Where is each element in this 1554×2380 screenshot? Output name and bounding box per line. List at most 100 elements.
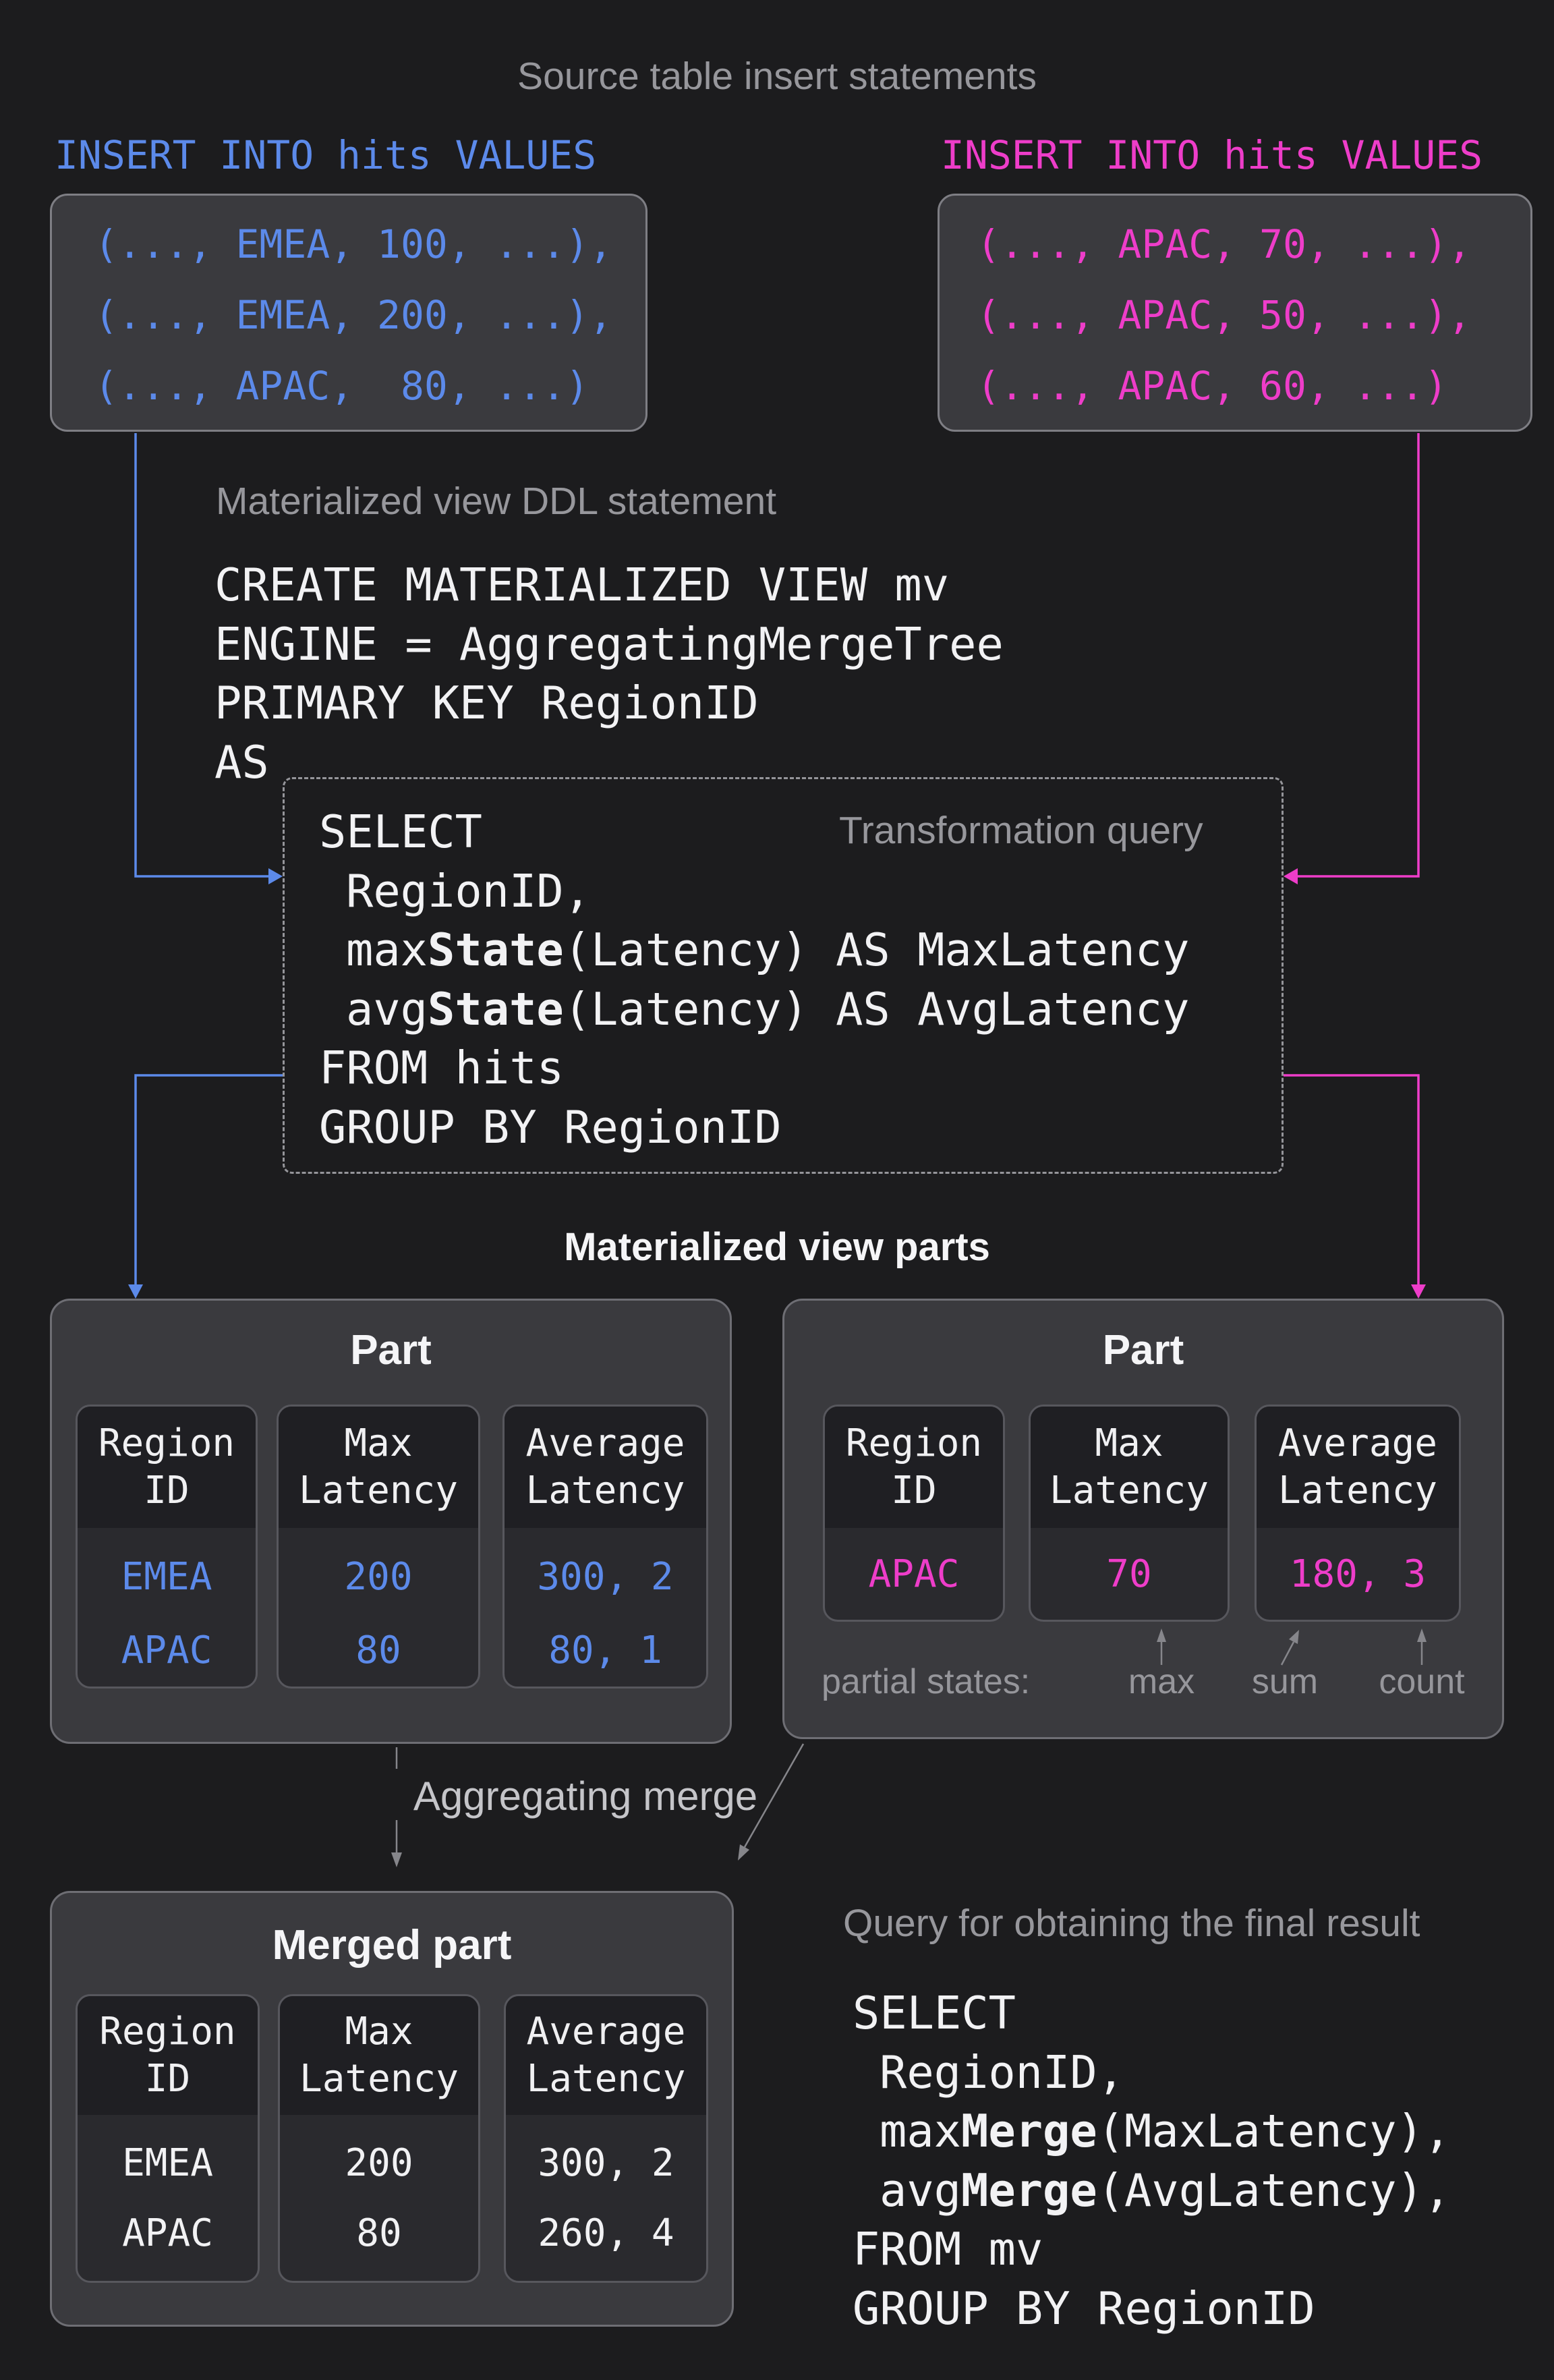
merged-part-title: Merged part <box>272 1922 512 1968</box>
cell-value: 300, 2 <box>537 1555 674 1599</box>
cell-value: APAC <box>868 1552 960 1596</box>
arrowhead-partial-max <box>1157 1628 1166 1642</box>
merged-col-region: Region ID EMEA APAC <box>76 1994 260 2283</box>
part-right-col-avg: Average Latency 180, 3 <box>1255 1405 1461 1622</box>
source-title: Source table insert statements <box>517 55 1037 98</box>
column-header-line: Latency <box>298 1469 458 1512</box>
transformation-query-code: SELECT RegionID, maxState(Latency) AS Ma… <box>319 803 1189 1157</box>
ddl-line: AS <box>214 735 269 789</box>
column-header: Max Latency <box>279 1407 478 1528</box>
cell-value: 200 <box>345 2141 413 2185</box>
arrowhead-blue-right <box>268 868 283 884</box>
column-header: Average Latency <box>506 1996 706 2115</box>
part-left-col-region: Region ID EMEA APAC <box>76 1405 258 1689</box>
sql-fn-state: State <box>428 924 564 976</box>
column-header-line: Max <box>344 1421 413 1465</box>
cell-value: 200 <box>344 1555 413 1599</box>
insert-right-code: (..., APAC, 70, ...), (..., APAC, 50, ..… <box>977 209 1471 422</box>
arrowhead-partial-count <box>1417 1628 1427 1642</box>
arrowhead-merge-left <box>391 1852 402 1867</box>
sql-fn-suffix: (MaxLatency), <box>1097 2105 1451 2157</box>
cell-value: 80, 1 <box>548 1628 662 1672</box>
arrow-blue-query-to-part <box>134 1074 283 1286</box>
arrowhead-blue-down <box>128 1284 143 1299</box>
sql-fn-merge: Merge <box>961 2163 1097 2217</box>
insert-right-line: (..., APAC, 70, ...), <box>977 221 1472 267</box>
sql-fn-suffix: (AvgLatency), <box>1097 2163 1451 2217</box>
ddl-code: CREATE MATERIALIZED VIEW mv ENGINE = Agg… <box>214 556 1004 792</box>
sql-line: GROUP BY RegionID <box>853 2282 1315 2335</box>
part-right-col-region: Region ID APAC <box>823 1405 1005 1622</box>
parts-title: Materialized view parts <box>564 1225 990 1269</box>
cell-value: 300, 2 <box>538 2141 674 2185</box>
part-right-col-max: Max Latency 70 <box>1029 1405 1230 1622</box>
sql-fn-suffix: (Latency) AS AvgLatency <box>563 982 1190 1036</box>
column-header-line: ID <box>891 1469 937 1512</box>
column-header-line: Average <box>1277 1421 1437 1465</box>
cell-value: 180, 3 <box>1289 1552 1427 1596</box>
partial-states-label: partial states: <box>822 1662 1031 1701</box>
sql-line: avgState(Latency) AS AvgLatency <box>319 980 1189 1040</box>
insert-left-line: (..., EMEA, 200, ...), <box>94 292 613 338</box>
final-query-code: SELECT RegionID, maxMerge(MaxLatency), a… <box>853 1984 1451 2338</box>
ddl-title: Materialized view DDL statement <box>216 480 777 523</box>
cell-value: APAC <box>122 2211 213 2255</box>
insert-right-line: (..., APAC, 60, ...) <box>977 363 1448 409</box>
merged-col-avg: Average Latency 300, 2 260, 4 <box>504 1994 708 2283</box>
arrow-magenta-query-to-part <box>1284 1074 1420 1286</box>
aggregating-merge-label: Aggregating merge <box>413 1774 758 1819</box>
sql-line: maxMerge(MaxLatency), <box>853 2102 1451 2161</box>
arrow-partial-sum <box>1280 1641 1295 1666</box>
cell-value: EMEA <box>122 2141 213 2185</box>
arrowhead-merge-right <box>738 1844 749 1861</box>
column-header: Average Latency <box>1257 1407 1459 1528</box>
column-header-line: Region <box>99 2010 236 2053</box>
column-header: Max Latency <box>1031 1407 1228 1528</box>
part-left-col-max: Max Latency 200 80 <box>277 1405 480 1689</box>
column-header: Region ID <box>78 1996 258 2115</box>
sql-fn-suffix: (Latency) AS MaxLatency <box>563 924 1190 976</box>
column-header-line: Region <box>98 1421 235 1465</box>
column-header-line: Region <box>845 1421 983 1465</box>
column-header: Region ID <box>825 1407 1003 1528</box>
part-left-col-avg: Average Latency 300, 2 80, 1 <box>502 1405 708 1689</box>
sql-line: avgMerge(AvgLatency), <box>853 2161 1451 2221</box>
sql-fn-prefix: max <box>346 924 428 976</box>
sql-fn-prefix: max <box>880 2105 962 2157</box>
column-header-line: ID <box>144 1469 190 1512</box>
cell-value: 80 <box>356 2211 402 2255</box>
insert-left-box <box>50 194 648 432</box>
column-header-line: Latency <box>1049 1469 1209 1512</box>
sql-line: SELECT <box>853 1987 1016 2039</box>
arrowhead-partial-sum <box>1289 1630 1299 1644</box>
sql-fn-prefix: avg <box>880 2163 962 2217</box>
sql-line: RegionID, <box>346 864 592 917</box>
insert-left-label: INSERT INTO hits VALUES <box>55 132 597 178</box>
arrow-blue-insert-to-query <box>134 433 268 878</box>
column-header-line: Latency <box>526 2057 686 2101</box>
sql-line: FROM hits <box>319 1042 565 1094</box>
sql-line: RegionID, <box>880 2045 1125 2099</box>
cell-value: EMEA <box>121 1555 212 1599</box>
insert-left-line: (..., APAC, 80, ...) <box>94 363 589 409</box>
sql-line: FROM mv <box>853 2223 1043 2275</box>
insert-left-line: (..., EMEA, 100, ...), <box>94 221 613 267</box>
column-header: Max Latency <box>280 1996 478 2115</box>
column-header-line: Max <box>1095 1421 1163 1465</box>
ddl-line: CREATE MATERIALIZED VIEW mv <box>214 559 950 611</box>
column-header-line: Max <box>345 2010 413 2053</box>
arrowhead-magenta-left <box>1284 868 1298 884</box>
transformation-query-box <box>283 777 1284 1174</box>
cell-value: 260, 4 <box>538 2211 674 2255</box>
cell-value: 70 <box>1106 1552 1152 1596</box>
ddl-line: PRIMARY KEY RegionID <box>214 677 759 729</box>
arrow-magenta-insert-to-query <box>1298 433 1420 878</box>
part-left-title: Part <box>350 1327 432 1373</box>
annotation-sum: sum <box>1251 1662 1319 1701</box>
insert-right-label: INSERT INTO hits VALUES <box>941 132 1483 178</box>
ddl-line: ENGINE = AggregatingMergeTree <box>214 617 1004 671</box>
insert-left-code: (..., EMEA, 100, ...), (..., EMEA, 200, … <box>94 209 612 422</box>
annotation-max: max <box>1128 1662 1195 1701</box>
column-header-line: Latency <box>525 1469 685 1512</box>
